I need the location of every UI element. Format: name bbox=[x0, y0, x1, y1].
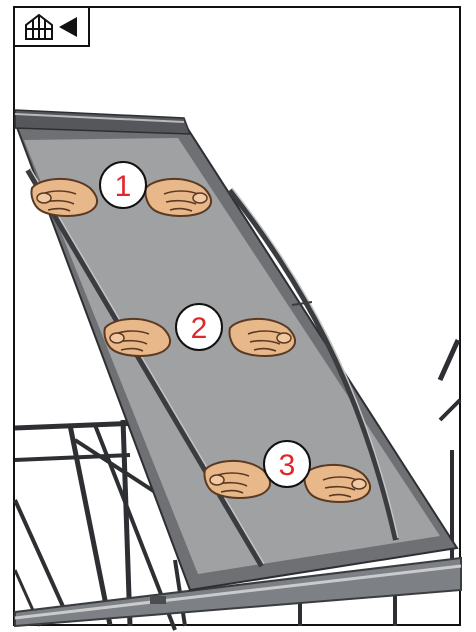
step-1-number: 1 bbox=[115, 170, 132, 203]
step-3-number: 3 bbox=[279, 449, 296, 482]
home-back-button[interactable] bbox=[13, 6, 90, 47]
step-2-number: 2 bbox=[191, 312, 208, 345]
home-back-icon bbox=[23, 12, 81, 42]
